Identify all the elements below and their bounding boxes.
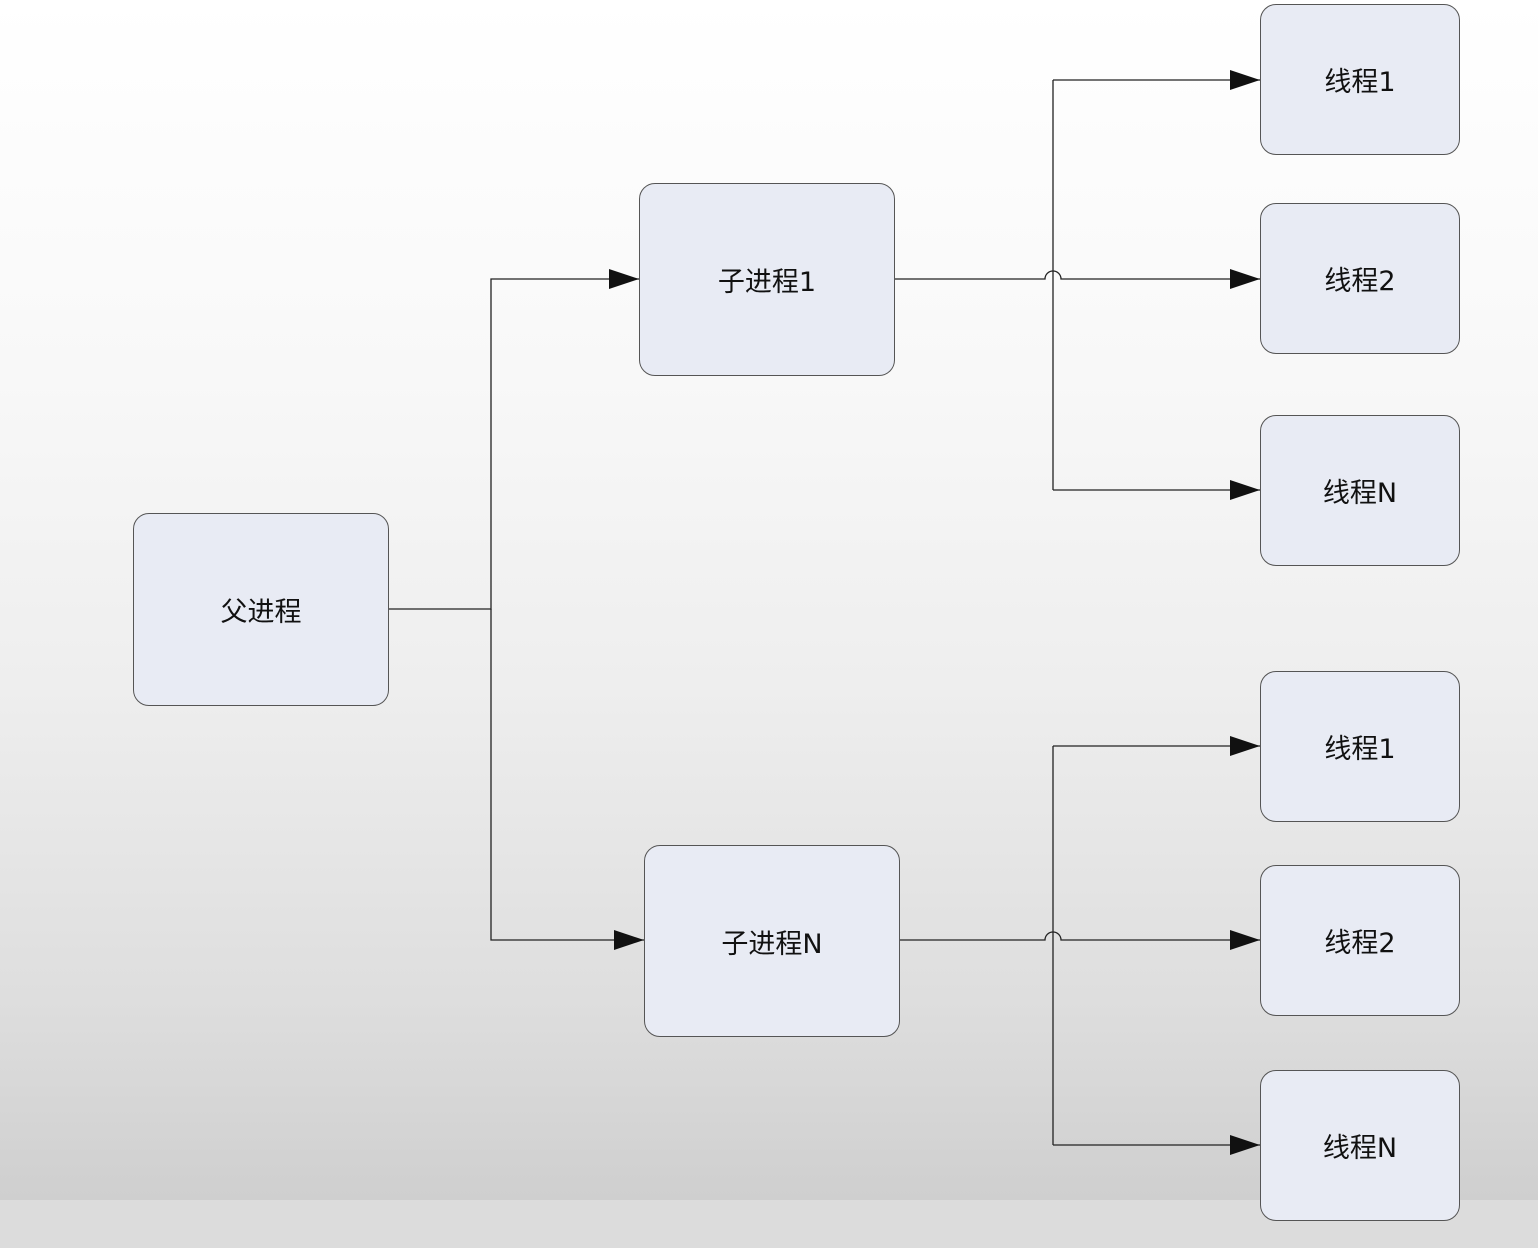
edge-childn-to-thread2 (900, 930, 1260, 950)
edge-child1-to-thread2 (895, 269, 1260, 289)
node-childn-thread-n[interactable]: 线程N (1260, 1070, 1460, 1221)
node-label: 线程1 (1324, 67, 1396, 98)
node-label: 子进程1 (717, 267, 817, 298)
node-label: 线程2 (1324, 266, 1396, 297)
node-childn-thread-1[interactable]: 线程1 (1260, 671, 1460, 822)
node-child-process-1[interactable]: 子进程1 (639, 183, 895, 376)
node-label: 线程1 (1324, 734, 1396, 765)
node-label: 父进程 (220, 597, 302, 628)
node-child-process-n[interactable]: 子进程N (644, 845, 900, 1037)
node-label: 线程2 (1324, 928, 1396, 959)
node-child1-thread-2[interactable]: 线程2 (1260, 203, 1460, 354)
node-parent-process[interactable]: 父进程 (133, 513, 389, 706)
node-label: 子进程N (721, 928, 823, 960)
node-child1-thread-n[interactable]: 线程N (1260, 415, 1460, 566)
node-label: 线程N (1322, 1133, 1398, 1164)
node-childn-thread-2[interactable]: 线程2 (1260, 865, 1460, 1016)
node-child1-thread-1[interactable]: 线程1 (1260, 4, 1460, 155)
node-label: 线程N (1322, 478, 1398, 509)
edge-parent-to-child1 (389, 269, 639, 610)
edge-parent-to-childn (490, 609, 644, 950)
